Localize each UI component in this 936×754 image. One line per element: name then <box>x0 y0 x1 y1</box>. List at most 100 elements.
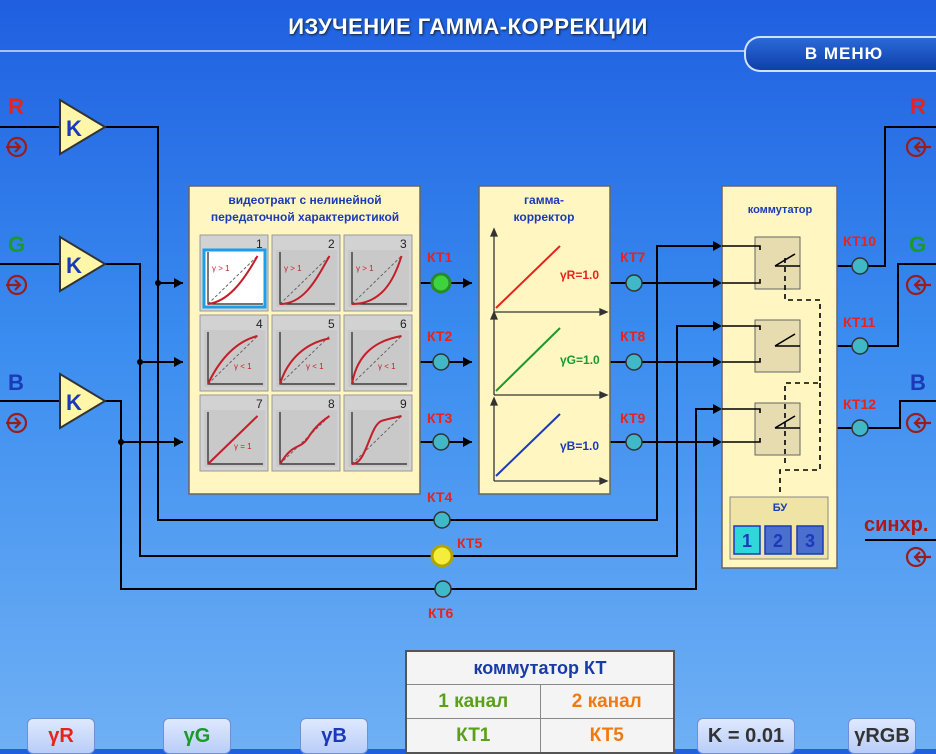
output-label-b: B <box>910 370 926 395</box>
kt7-label: КТ7 <box>620 249 645 265</box>
corrector-axes-g <box>493 315 603 396</box>
transfer-curve <box>351 335 402 385</box>
characteristic-cell-7[interactable]: 7 γ = 1 <box>199 394 269 472</box>
commutator-button-1[interactable]: 1 <box>733 525 761 555</box>
test-point-kt7[interactable] <box>625 274 643 292</box>
amplifier-g-label: K <box>66 253 82 278</box>
test-point-kt9[interactable] <box>625 433 643 451</box>
corrector-axes-b <box>493 401 603 482</box>
test-point-kt11[interactable] <box>851 337 869 355</box>
gamma-note: γ = 1 <box>234 442 252 451</box>
corrector-title-2: корректор <box>514 210 575 224</box>
menu-button[interactable]: В МЕНЮ <box>744 36 936 72</box>
transfer-curve <box>351 415 402 465</box>
input-label-g: G <box>8 232 25 257</box>
output-connector-g-icon[interactable] <box>905 274 931 296</box>
channel-2-value: КТ5 <box>539 719 674 752</box>
input-connector-b-icon[interactable] <box>6 412 28 434</box>
transfer-curve <box>279 415 331 465</box>
sync-connector-icon[interactable] <box>905 546 931 568</box>
characteristic-cell-8[interactable]: 8 <box>271 394 341 472</box>
transfer-curve <box>207 415 259 465</box>
characteristic-cell-1[interactable]: 1γ > 1 <box>199 234 269 312</box>
test-point-kt6[interactable] <box>434 580 452 598</box>
cell-number: 5 <box>328 317 335 331</box>
transfer-curve <box>279 255 331 305</box>
svg-text:3: 3 <box>805 531 815 551</box>
test-point-kt4[interactable] <box>433 511 451 529</box>
kt12-label: КТ12 <box>843 396 876 412</box>
kt9-label: КТ9 <box>620 410 645 426</box>
test-point-kt10[interactable] <box>851 257 869 275</box>
output-label-r: R <box>910 94 926 119</box>
input-connector-r-icon[interactable] <box>6 136 28 158</box>
sync-label: синхр. <box>864 514 928 536</box>
test-point-kt8[interactable] <box>625 353 643 371</box>
corrector-curve-b <box>495 413 561 477</box>
corrector-curve-g <box>495 327 561 392</box>
characteristic-cell-6[interactable]: 6 γ < 1 <box>343 314 413 392</box>
amplifier-r <box>59 98 107 156</box>
kt8-label: КТ8 <box>620 328 645 344</box>
commutator-button-3[interactable]: 3 <box>796 525 824 555</box>
title-divider <box>0 50 936 52</box>
switch-1 <box>754 236 801 290</box>
characteristic-cell-4[interactable]: 4 γ < 1 <box>199 314 269 392</box>
gamma-note: γ > 1 <box>284 264 302 273</box>
gamma-note: γ < 1 <box>378 362 396 371</box>
amplifier-r-label: K <box>66 116 82 141</box>
commutator-title: коммутатор <box>748 204 813 216</box>
kt-table-title: коммутатор КТ <box>407 652 673 685</box>
input-connector-g-icon[interactable] <box>6 274 28 296</box>
output-connector-r-icon[interactable] <box>905 136 931 158</box>
commutator-button-2[interactable]: 2 <box>764 525 792 555</box>
corrector-title-1: гамма- <box>524 193 564 207</box>
switch-3 <box>754 402 801 456</box>
kt10-label: КТ10 <box>843 233 876 249</box>
transfer-curve <box>351 255 403 305</box>
kt4-label: КТ4 <box>427 489 452 505</box>
kt6-label: КТ6 <box>428 605 453 621</box>
corrector-axes-r <box>493 232 603 313</box>
characteristic-cell-5[interactable]: 5γ < 1 <box>271 314 341 392</box>
channel-2-header: 2 канал <box>539 685 674 718</box>
cell-number: 2 <box>328 237 335 251</box>
test-point-kt2[interactable] <box>432 353 450 371</box>
test-point-kt12[interactable] <box>851 419 869 437</box>
cell-number: 9 <box>400 397 407 411</box>
corrector-block <box>478 185 611 495</box>
test-point-kt3[interactable] <box>432 433 450 451</box>
cell-number: 3 <box>400 237 407 251</box>
corrector-gamma-b[interactable]: γB=1.0 <box>560 439 599 453</box>
cell-number: 1 <box>256 237 263 251</box>
kt3-label: КТ3 <box>427 410 452 426</box>
svg-text:2: 2 <box>773 531 783 551</box>
channel-1-value: КТ1 <box>456 724 491 746</box>
k-value-button[interactable]: K = 0.01 <box>697 718 795 754</box>
test-point-kt5[interactable] <box>430 544 454 568</box>
videotract-title-1: видеотракт с нелинейной <box>228 193 381 207</box>
gamma-note: γ < 1 <box>234 362 252 371</box>
kt11-label: КТ11 <box>843 314 875 330</box>
channel-1-header: 1 канал <box>438 690 509 712</box>
corrector-gamma-g[interactable]: γG=1.0 <box>560 353 600 367</box>
output-connector-b-icon[interactable] <box>905 412 931 434</box>
corrector-curve-r <box>495 245 561 309</box>
cell-number: 4 <box>256 317 263 331</box>
page-title: ИЗУЧЕНИЕ ГАММА-КОРРЕКЦИИ <box>288 14 648 39</box>
amplifier-b <box>59 372 107 430</box>
input-label-r: R <box>8 94 24 119</box>
gamma-rgb-button[interactable]: γRGB <box>848 718 916 754</box>
output-label-g: G <box>909 232 926 257</box>
gamma-b-button[interactable]: γB <box>300 718 368 754</box>
characteristic-cell-2[interactable]: 2 γ > 1 <box>271 234 341 312</box>
characteristic-cell-9[interactable]: 9 <box>343 394 413 472</box>
characteristic-cell-3[interactable]: 3γ > 1 <box>343 234 413 312</box>
test-point-kt1[interactable] <box>430 272 452 294</box>
cell-number: 6 <box>400 317 407 331</box>
corrector-gamma-r[interactable]: γR=1.0 <box>560 268 599 282</box>
cell-number: 7 <box>256 397 263 411</box>
kt5-label: КТ5 <box>457 535 482 551</box>
transfer-curve <box>207 335 258 385</box>
